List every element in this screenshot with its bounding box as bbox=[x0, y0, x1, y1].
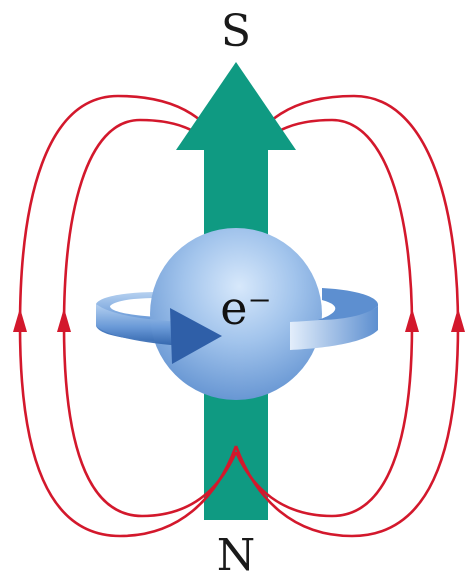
south-pole-label: S bbox=[221, 6, 251, 57]
arrowhead-up-icon bbox=[405, 308, 419, 332]
spin-ring-right-cap bbox=[318, 288, 379, 320]
spin-ring-front-band bbox=[96, 304, 184, 346]
magnetic-moment-arrow-lower-shaft bbox=[204, 380, 268, 520]
electron-sphere bbox=[150, 228, 322, 400]
magnetic-moment-arrowhead-icon bbox=[176, 62, 296, 150]
electron-label: e⁻ bbox=[220, 281, 272, 335]
arrowhead-up-icon bbox=[57, 308, 71, 332]
spin-direction-arrowhead-icon bbox=[170, 308, 222, 364]
arrowhead-up-icon bbox=[13, 308, 27, 332]
spin-ring-right-segment bbox=[290, 306, 378, 350]
arrowhead-up-icon bbox=[451, 308, 465, 332]
field-direction-arrowheads bbox=[13, 308, 465, 332]
north-pole-label: N bbox=[217, 530, 256, 581]
